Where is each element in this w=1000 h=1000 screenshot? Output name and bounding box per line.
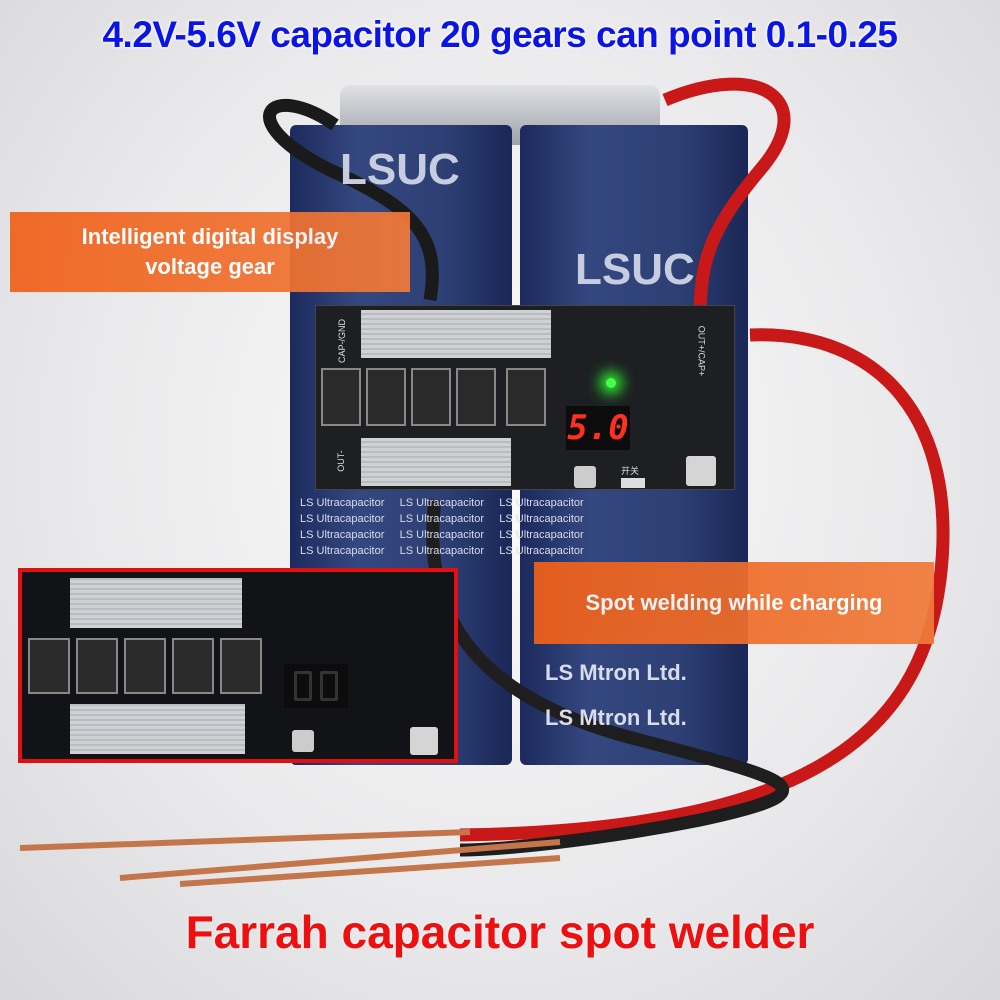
capacitor-brand: LSUC — [575, 245, 695, 294]
red-cable-output — [459, 328, 950, 842]
cap-gnd-label: CAP-/GND — [337, 318, 348, 364]
copper-pen — [19, 829, 471, 851]
usb-c-port — [410, 727, 438, 755]
cap-gnd-pad — [361, 310, 551, 358]
out-pos-label: OUT+/CAP+ — [696, 325, 707, 377]
welding-pens — [19, 829, 561, 887]
red-cable — [662, 77, 791, 321]
copper-pen — [119, 839, 561, 881]
out-neg-label: OUT- — [335, 450, 346, 472]
status-led — [606, 378, 616, 388]
unlit-digit — [294, 671, 312, 701]
power-switch[interactable] — [621, 478, 645, 488]
product-title: Farrah capacitor spot welder — [185, 906, 815, 958]
callout-digital-display: Intelligent digital display voltage gear — [10, 212, 410, 292]
out-neg-pad — [70, 704, 245, 754]
mosfet — [220, 638, 262, 694]
gear-button[interactable] — [574, 466, 596, 488]
capacitor-maker: LS Mtron Ltd. — [545, 705, 687, 730]
out-neg-pad — [361, 438, 511, 486]
mosfet — [124, 638, 166, 694]
capacitor-maker: LS Mtron Ltd. — [545, 660, 687, 685]
copper-pen — [179, 855, 561, 887]
mosfet — [366, 368, 406, 426]
callout-charging: Spot welding while charging — [534, 562, 934, 644]
capacitor-print: LS Ultracapacitor LS Ultracapacitor LS U… — [300, 495, 740, 559]
cap-gnd-pad — [70, 578, 242, 628]
voltage-display: 5.0 — [566, 406, 630, 450]
mosfet — [76, 638, 118, 694]
voltage-display-off — [284, 664, 348, 708]
board-inset — [18, 568, 458, 763]
capacitor-brand: LSUC — [340, 145, 460, 194]
switch-label: 开关 — [621, 466, 640, 476]
mosfet — [321, 368, 361, 426]
mosfet — [456, 368, 496, 426]
unlit-digit — [320, 671, 338, 701]
mosfet — [506, 368, 546, 426]
mosfet — [172, 638, 214, 694]
black-cable-output — [426, 499, 790, 857]
mosfet — [28, 638, 70, 694]
mosfet — [411, 368, 451, 426]
usb-c-port[interactable] — [686, 456, 716, 486]
welder-board: CAP-/GND OUT- OUT+/CAP+ 5.0 开关 — [315, 305, 735, 490]
black-cable — [263, 98, 439, 302]
capacitor-print-text: LS Ultracapacitor LS Ultracapacitor LS U… — [300, 497, 584, 557]
gear-button — [292, 730, 314, 752]
headline: 4.2V-5.6V capacitor 20 gears can point 0… — [102, 14, 898, 55]
